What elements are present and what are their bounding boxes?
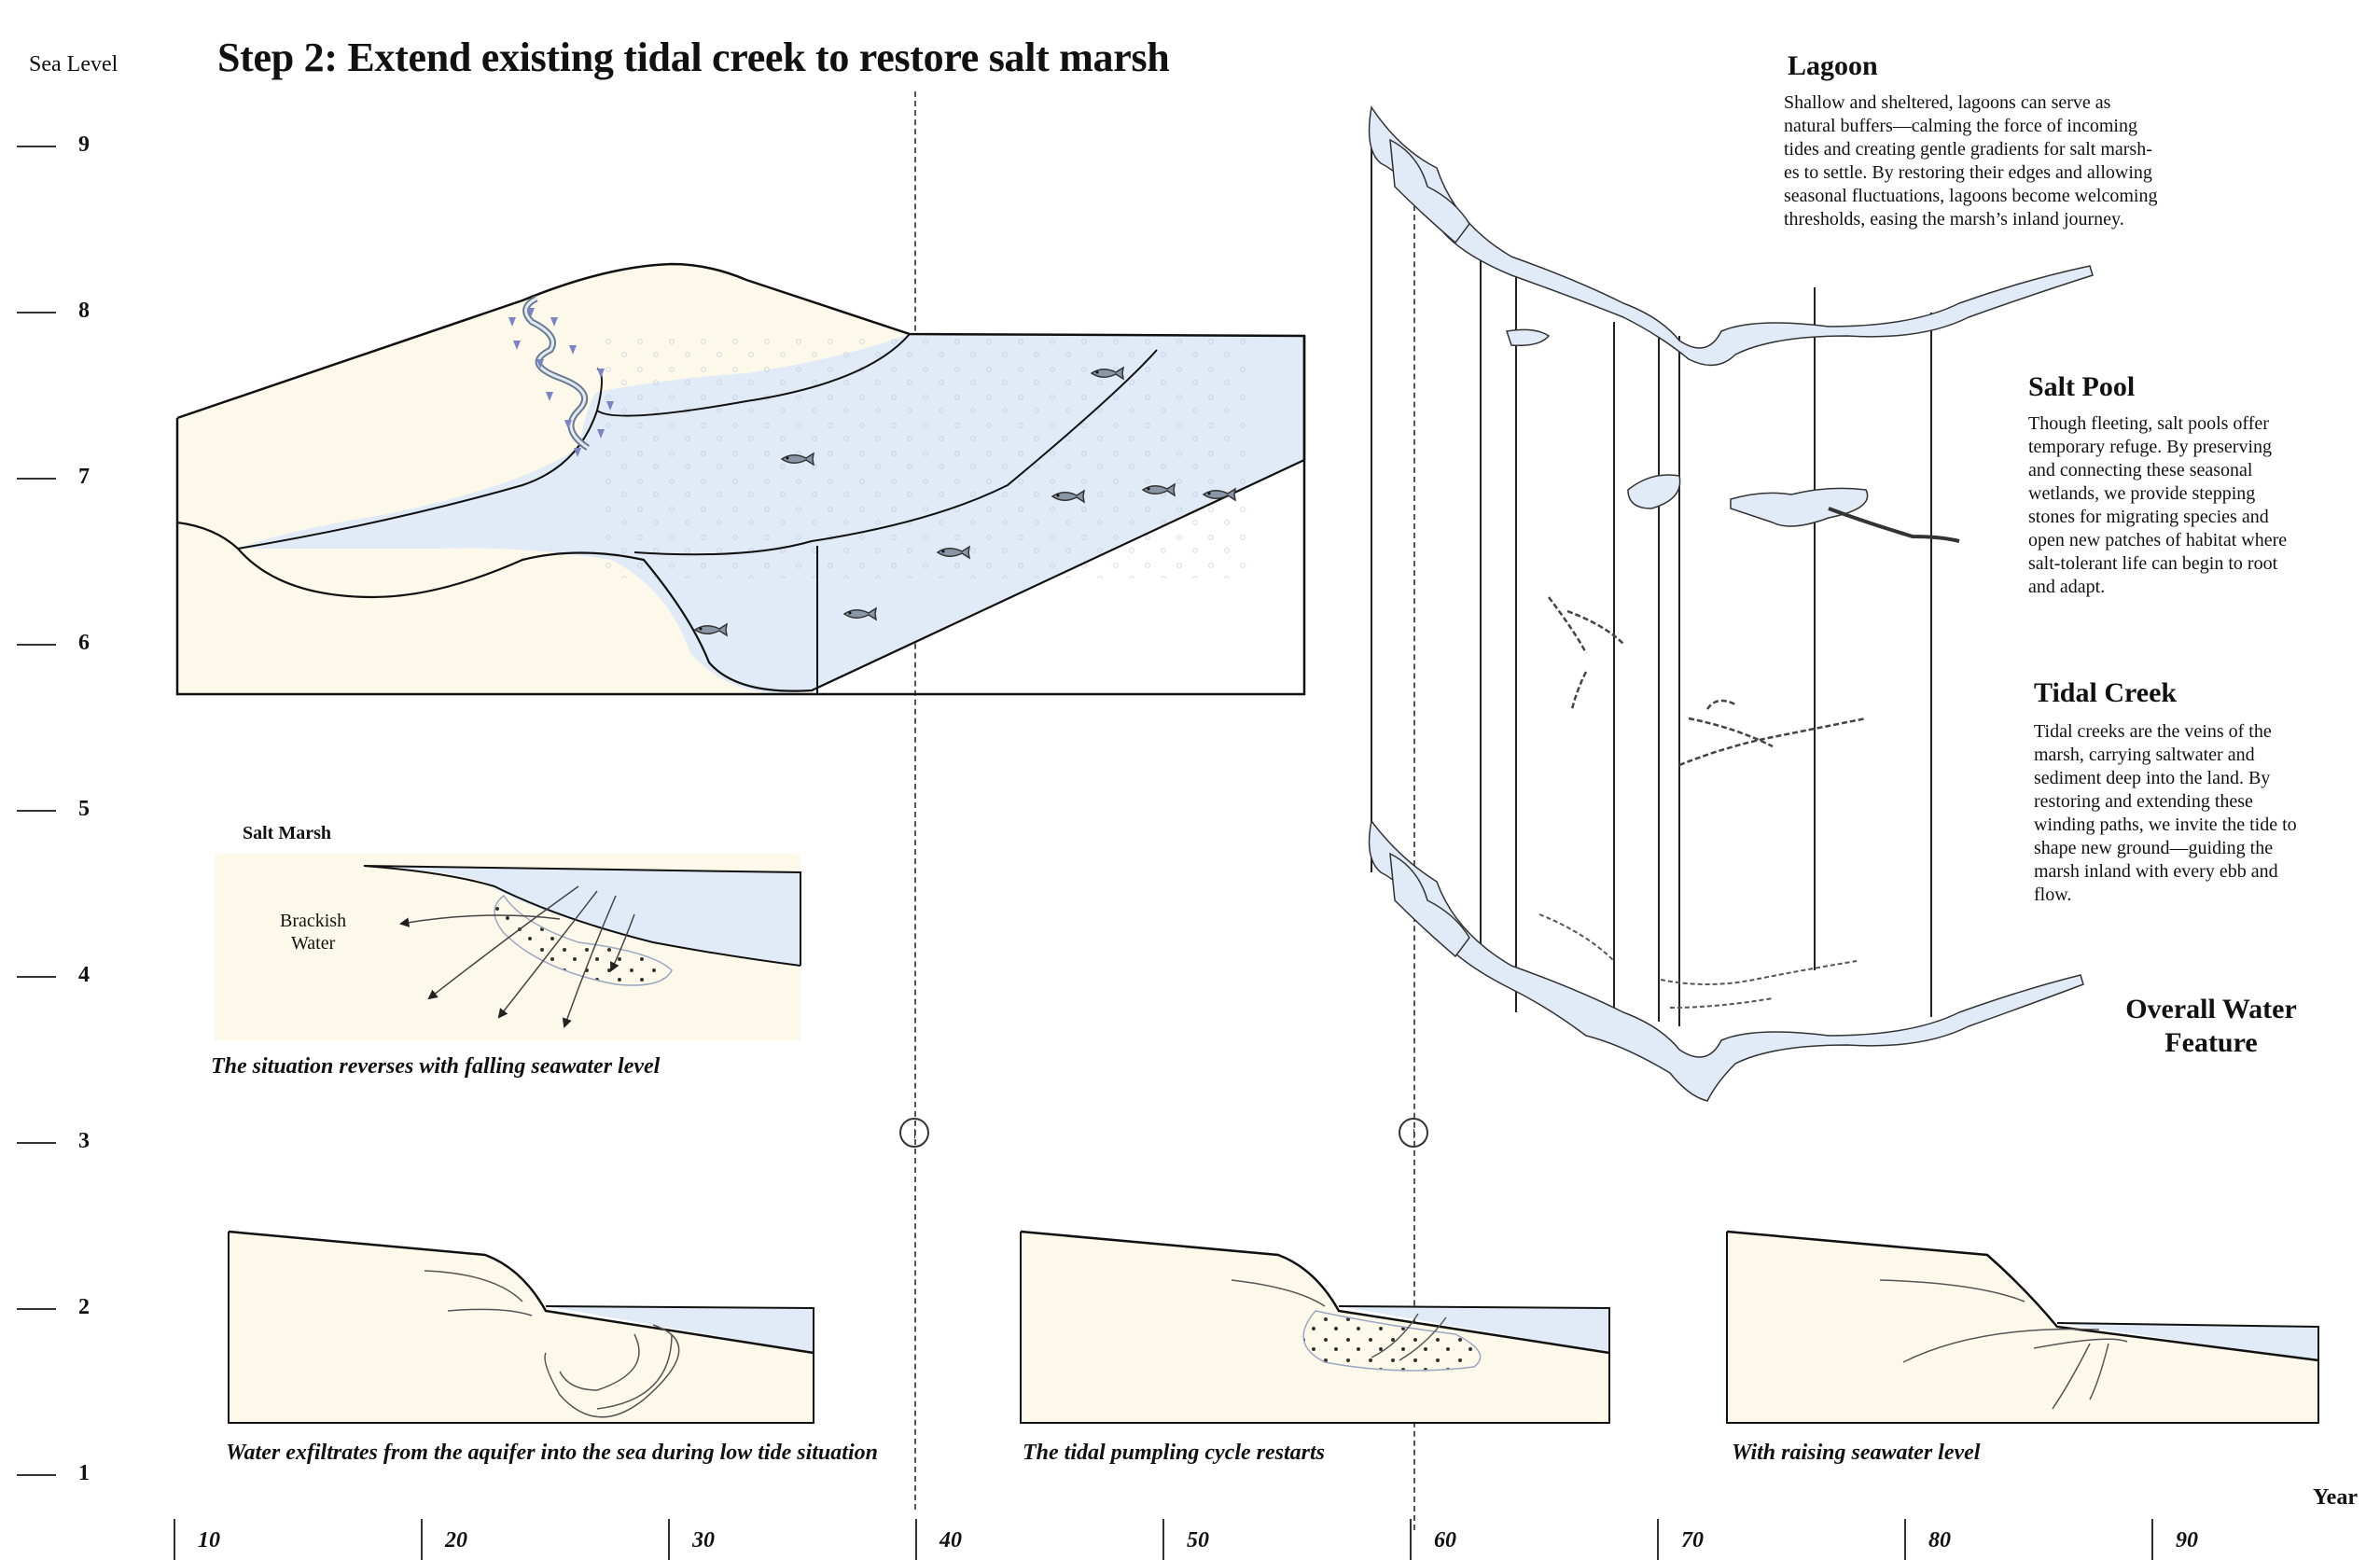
year-tick [1162,1519,1164,1560]
salt-marsh-diagram [215,854,801,1040]
year-axis-label: Year [2313,1485,2358,1510]
year-tick [1657,1519,1659,1560]
text-line: marsh inland with every ebb and [2034,861,2278,882]
timeline-marker [1399,1118,1428,1148]
sea-level-tick [17,810,56,812]
year-tick [421,1519,423,1560]
marsh-block-diagram [175,262,1306,696]
overall-water-feature-map [1368,105,2094,1102]
sea-level-tick [17,478,56,480]
salt-pool-title: Salt Pool [2028,371,2136,402]
text-line: Feature [2164,1027,2258,1058]
year-tick [2151,1519,2153,1560]
guide-line-dashed [914,91,916,1510]
sea-level-tick [17,1308,56,1310]
sea-level-tick-label: 9 [78,132,90,157]
timeline-marker [899,1118,929,1148]
text-line: and adapt. [2028,577,2106,597]
sea-level-tick-label: 4 [78,963,90,987]
tidal-creek-description: Tidal creeks are the veins of the marsh,… [2034,720,2297,907]
text-line: and connecting these seasonal [2028,460,2253,481]
text-line: marsh, carrying saltwater and [2034,745,2255,765]
text-line: tides and creating gentle gradients for … [1784,139,2152,160]
brackish-water-label: Water [291,933,336,954]
text-line: winding paths, we invite the tide to [2034,815,2297,835]
sea-level-tick-label: 3 [78,1129,90,1153]
year-tick [1904,1519,1906,1560]
sea-level-tick [17,1474,56,1476]
salt-marsh-title: Salt Marsh [243,823,331,843]
text-line: Tidal creeks are the veins of the [2034,721,2272,742]
text-line: restoring and extending these [2034,791,2253,812]
overall-water-feature-title: Overall Water Feature [2090,993,2332,1060]
sea-level-tick [17,976,56,978]
sea-level-tick [17,644,56,646]
text-line: Overall Water [2125,994,2297,1024]
text-line: thresholds, easing the marsh’s inland jo… [1784,209,2124,230]
year-tick [1410,1519,1412,1560]
cross-section-caption: The tidal pumpling cycle restarts [1023,1441,1325,1465]
salt-pool-description: Though fleeting, salt pools offer tempor… [2028,412,2287,599]
year-tick [915,1519,917,1560]
brackish-water-label: Brackish [280,911,347,931]
cross-section-1 [228,1230,814,1424]
text-line: open new patches of habitat where [2028,530,2288,550]
text-line: temporary refuge. By preserving [2028,437,2273,457]
cross-section-caption: Water exfiltrates from the aquifer into … [226,1441,878,1465]
sea-level-tick [17,146,56,147]
text-line: seasonal fluctuations, lagoons become we… [1784,186,2158,206]
sea-level-tick-label: 8 [78,299,90,323]
sea-level-tick-label: 6 [78,631,90,655]
cross-section-3 [1726,1230,2319,1424]
text-line: sediment deep into the land. By [2034,768,2271,788]
tidal-creek-title: Tidal Creek [2034,677,2178,708]
text-line: flow. [2034,884,2072,905]
salt-marsh-caption: The situation reverses with falling seaw… [211,1054,661,1079]
sea-level-tick-label: 1 [78,1461,90,1485]
text-line: es to settle. By restoring their edges a… [1784,162,2152,183]
lagoon-description: Shallow and sheltered, lagoons can serve… [1784,91,2157,231]
text-line: Though fleeting, salt pools offer [2028,413,2269,434]
text-line: wetlands, we provide stepping [2028,483,2256,504]
text-line: natural buffers—calming the force of inc… [1784,116,2137,136]
text-line: shape new ground—guiding the [2034,838,2274,858]
page-title: Step 2: Extend existing tidal creek to r… [217,35,1170,80]
sea-level-tick [17,312,56,313]
sea-level-tick-label: 5 [78,797,90,821]
guide-line-dashed [1413,187,1415,1530]
cross-section-caption: With raising seawater level [1732,1441,1981,1465]
text-line: stones for migrating species and [2028,507,2269,527]
year-tick [668,1519,670,1560]
sea-level-tick [17,1142,56,1144]
sea-level-axis-label: Sea Level [29,52,118,77]
year-tick [174,1519,175,1560]
sea-level-tick-label: 7 [78,465,90,489]
lagoon-title: Lagoon [1788,50,1878,81]
text-line: salt-tolerant life can begin to root [2028,553,2278,574]
text-line: Shallow and sheltered, lagoons can serve… [1784,92,2111,113]
sea-level-tick-label: 2 [78,1295,90,1319]
cross-section-2 [1020,1230,1610,1424]
